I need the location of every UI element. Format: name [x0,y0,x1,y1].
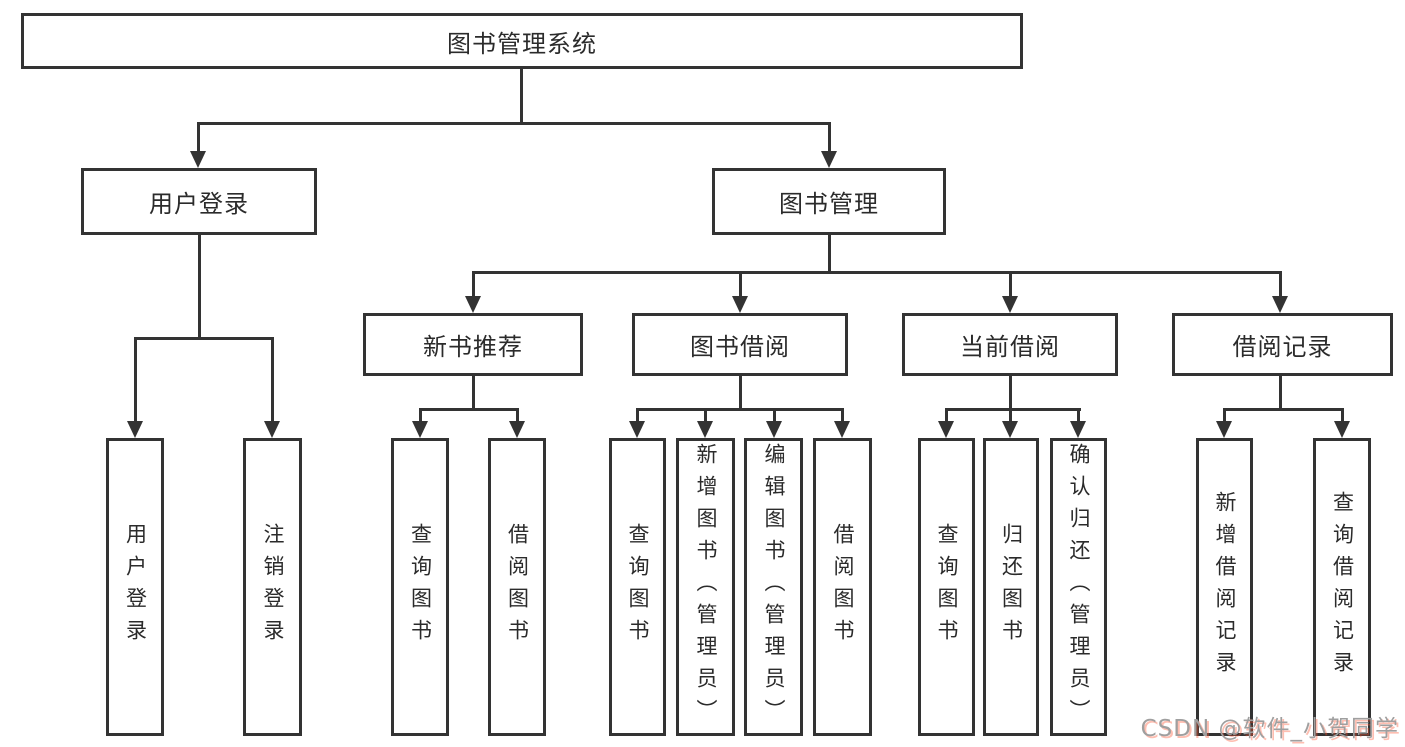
connector-root-crossbar [197,122,831,125]
connector-book-mgmt-stem [828,235,831,271]
connector-arm-book-mgmt [828,122,831,153]
arrowhead-user-login [190,151,206,168]
arrowhead-nbr-query [412,421,428,438]
leaf-edit-book-admin: 编辑图书（管理员） [744,438,803,736]
connector-current-borrow-stem [1009,376,1012,408]
connector-arm-bb-query [636,408,639,421]
arrowhead-cb-return [1002,421,1018,438]
arrowhead-br-add [1216,421,1232,438]
arrowhead-current-borrow [1002,296,1018,313]
connector-borrow-records-stem [1279,376,1282,408]
connector-current-borrow-crossbar [945,408,1081,411]
connector-arm-cb-confirm [1077,408,1080,421]
connector-arm-borrow-records [1279,271,1282,296]
leaf-confirm-return-admin: 确认归还（管理员） [1050,438,1107,736]
leaf-return-book: 归还图书 [983,438,1039,736]
csdn-watermark: CSDN @软件_小贺同学 [1140,716,1399,742]
connector-arm-bb-borrow [841,408,844,421]
leaf-borrow-book-under-borrowing: 借阅图书 [813,438,872,736]
connector-arm-br-add [1223,408,1226,421]
leaf-logout: 注销登录 [243,438,302,736]
connector-arm-cb-return [1009,408,1012,421]
arrowhead-login [127,421,143,438]
connector-book-mgmt-crossbar [472,271,1282,274]
leaf-query-book-under-current: 查询图书 [918,438,975,736]
connector-user-login-crossbar [134,337,274,340]
leaf-add-borrow-record: 新增借阅记录 [1196,438,1253,736]
connector-new-book-rec-stem [472,376,475,408]
connector-book-borrow-stem [739,376,742,408]
connector-book-borrow-crossbar [636,408,844,411]
connector-user-login-stem [198,235,201,337]
arrowhead-bb-add [697,421,713,438]
node-book-management: 图书管理 [712,168,946,235]
connector-arm-book-borrow [739,271,742,296]
arrowhead-bb-edit [766,421,782,438]
leaf-query-borrow-record: 查询借阅记录 [1313,438,1371,736]
leaf-query-book-under-recommendation: 查询图书 [391,438,449,736]
arrowhead-book-mgmt [821,151,837,168]
node-book-borrowing: 图书借阅 [632,313,848,376]
arrowhead-book-borrow [732,296,748,313]
connector-arm-cb-query [945,408,948,421]
arrowhead-bb-query [629,421,645,438]
node-current-borrowing: 当前借阅 [902,313,1118,376]
arrowhead-cb-query [938,421,954,438]
arrowhead-new-book-rec [465,296,481,313]
leaf-borrow-book-under-recommendation: 借阅图书 [488,438,546,736]
arrowhead-borrow-records [1272,296,1288,313]
connector-arm-nbr-query [419,408,422,421]
leaf-query-book-under-borrowing: 查询图书 [609,438,666,736]
arrowhead-br-query [1334,421,1350,438]
connector-arm-logout [271,337,274,423]
leaf-add-book-admin: 新增图书（管理员） [676,438,735,736]
node-root-library-system: 图书管理系统 [21,13,1023,69]
arrowhead-bb-borrow [834,421,850,438]
connector-new-book-rec-crossbar [419,408,519,411]
node-borrowing-records: 借阅记录 [1172,313,1393,376]
node-user-login: 用户登录 [81,168,317,235]
arrowhead-nbr-borrow [509,421,525,438]
connector-arm-user-login [197,122,200,153]
node-new-book-recommendation: 新书推荐 [363,313,583,376]
connector-arm-br-query [1341,408,1344,421]
leaf-user-login: 用户登录 [106,438,164,736]
connector-arm-bb-add [704,408,707,421]
connector-arm-current-borrow [1009,271,1012,296]
connector-root-stem [520,69,523,122]
connector-arm-login [134,337,137,423]
connector-arm-bb-edit [773,408,776,421]
connector-arm-nbr-borrow [516,408,519,421]
arrowhead-logout [264,421,280,438]
connector-borrow-records-crossbar [1223,408,1344,411]
arrowhead-cb-confirm [1070,421,1086,438]
connector-arm-new-book-rec [472,271,475,296]
